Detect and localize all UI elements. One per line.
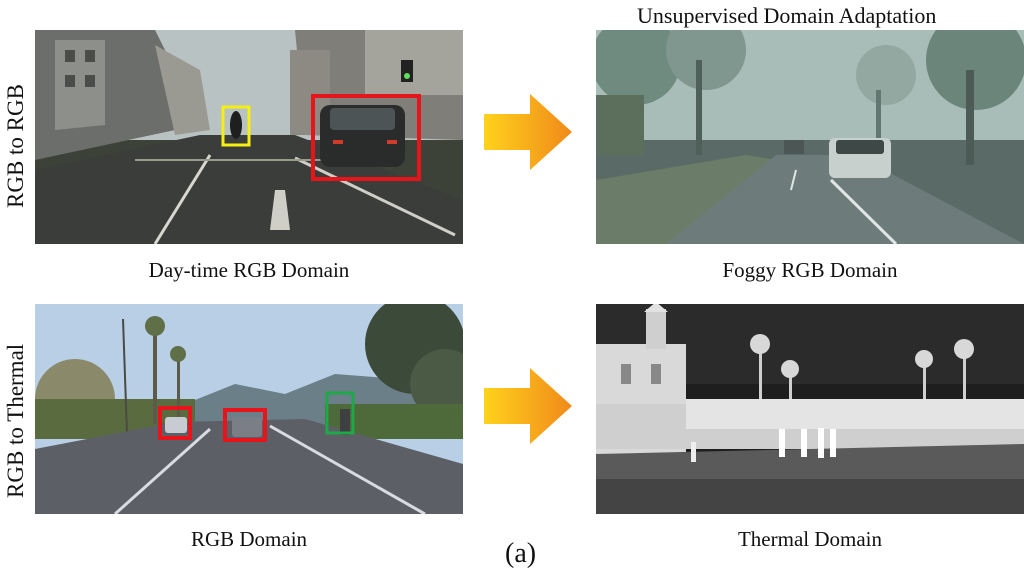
daytime-rgb-image: [35, 30, 463, 244]
figure-title: Unsupervised Domain Adaptation: [637, 3, 937, 28]
foggy-rgb-image: [596, 30, 1024, 244]
subfigure-label: (a): [505, 538, 537, 569]
row-label-rgb-to-thermal: RGB to Thermal: [3, 343, 28, 498]
right-arrow-icon: [484, 94, 572, 170]
caption-foggy-rgb: Foggy RGB Domain: [722, 258, 898, 282]
caption-daytime-rgb: Day-time RGB Domain: [148, 258, 350, 282]
caption-thermal-domain: Thermal Domain: [737, 527, 883, 551]
row-label-rgb-to-rgb: RGB to RGB: [3, 84, 28, 208]
thermal-domain-image: [596, 304, 1024, 514]
caption-rgb-domain: RGB Domain: [190, 527, 308, 551]
rgb-domain-image: [35, 304, 463, 514]
right-arrow-icon: [484, 368, 572, 444]
